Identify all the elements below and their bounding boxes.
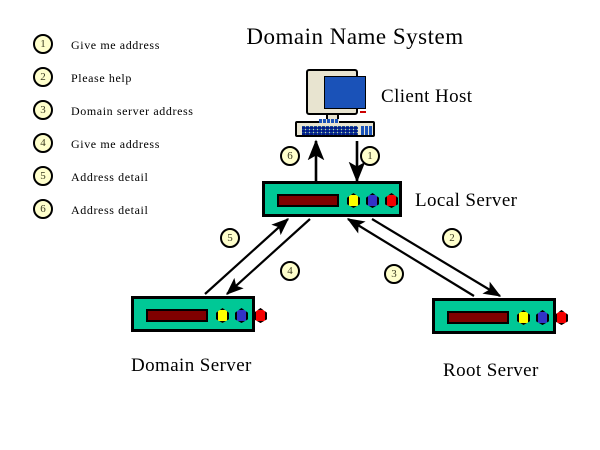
legend-item: 2 Please help xyxy=(33,67,243,100)
legend-badge-3: 3 xyxy=(33,100,53,120)
arrow-badge-2: 2 xyxy=(442,228,462,248)
node-label-root-server: Root Server xyxy=(443,360,539,381)
keyboard-numpad-keys xyxy=(361,126,372,135)
legend-label-4: Give me address xyxy=(71,137,160,151)
node-label-client-host: Client Host xyxy=(381,86,473,107)
arrow-badge-6: 6 xyxy=(280,146,300,166)
server-status-lights xyxy=(347,193,398,208)
monitor-case-icon xyxy=(306,69,366,115)
status-light-blue-icon xyxy=(536,310,549,325)
legend: 1 Give me address 2 Please help 3 Domain… xyxy=(33,34,243,232)
status-light-blue-icon xyxy=(366,193,379,208)
legend-label-6: Address detail xyxy=(71,203,149,217)
server-drive-slot xyxy=(447,311,509,324)
server-drive-slot xyxy=(277,194,339,207)
status-light-yellow-icon xyxy=(517,310,530,325)
server-drive-slot xyxy=(146,309,208,322)
legend-item: 4 Give me address xyxy=(33,133,243,166)
status-light-yellow-icon xyxy=(347,193,360,208)
legend-label-3: Domain server address xyxy=(71,104,194,118)
server-icon-root xyxy=(432,298,568,334)
server-status-lights xyxy=(216,308,267,323)
legend-badge-6: 6 xyxy=(33,199,53,219)
arrow-2 xyxy=(371,218,502,297)
status-light-red-icon xyxy=(385,193,398,208)
monitor-screen xyxy=(324,76,366,109)
legend-item: 5 Address detail xyxy=(33,166,243,199)
status-light-red-icon xyxy=(254,308,267,323)
legend-badge-5: 5 xyxy=(33,166,53,186)
status-light-yellow-icon xyxy=(216,308,229,323)
server-status-lights xyxy=(517,310,568,325)
legend-item: 3 Domain server address xyxy=(33,100,243,133)
node-label-local-server: Local Server xyxy=(415,190,518,211)
node-label-domain-server: Domain Server xyxy=(131,355,252,376)
legend-item: 1 Give me address xyxy=(33,34,243,67)
arrow-badge-1: 1 xyxy=(360,146,380,166)
keyboard-main-keys xyxy=(302,126,358,135)
power-led-icon xyxy=(360,111,366,113)
server-icon-domain xyxy=(131,296,267,332)
arrow-badge-4: 4 xyxy=(280,261,300,281)
keyboard-icon xyxy=(295,119,375,137)
legend-badge-1: 1 xyxy=(33,34,53,54)
status-light-blue-icon xyxy=(235,308,248,323)
server-icon-local xyxy=(262,181,402,217)
legend-badge-2: 2 xyxy=(33,67,53,87)
status-light-red-icon xyxy=(555,310,568,325)
legend-label-2: Please help xyxy=(71,71,132,85)
desktop-computer-icon xyxy=(295,69,377,139)
arrow-badge-3: 3 xyxy=(384,264,404,284)
legend-label-5: Address detail xyxy=(71,170,149,184)
legend-label-1: Give me address xyxy=(71,38,160,52)
arrow-badge-5: 5 xyxy=(220,228,240,248)
page-title: Domain Name System xyxy=(246,24,464,49)
keyboard-function-row xyxy=(319,119,339,123)
legend-item: 6 Address detail xyxy=(33,199,243,232)
legend-badge-4: 4 xyxy=(33,133,53,153)
